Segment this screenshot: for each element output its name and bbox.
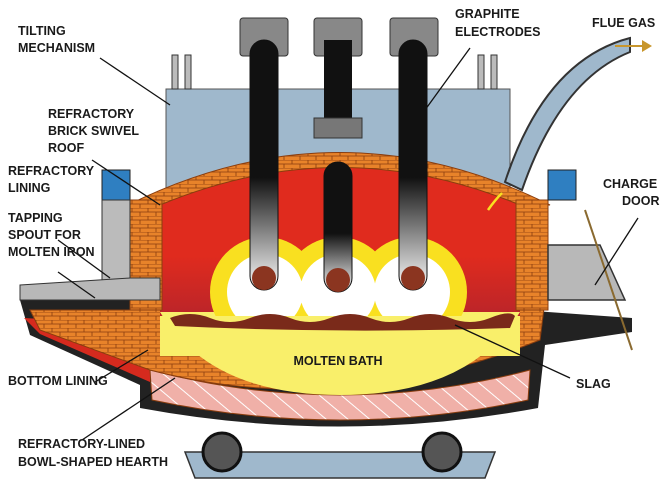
charge-door-rod (584, 209, 633, 351)
wheel-right (421, 431, 463, 473)
label-refractory-hearth: REFRACTORY-LINED BOWL-SHAPED HEARTH (18, 437, 168, 469)
label-charge-door: CHARGE DOOR (603, 177, 661, 208)
tapping-spout (19, 277, 161, 301)
label-slag: SLAG (576, 377, 611, 391)
tilting-rail (183, 451, 497, 479)
flue-gas-duct (503, 36, 631, 192)
leader-lines (57, 47, 639, 441)
label-tilting-mechanism: TILTING MECHANISM (18, 24, 95, 55)
wheel-left (201, 431, 243, 473)
slag-layer (170, 313, 515, 331)
charge-door (547, 244, 627, 301)
label-bottom-lining: BOTTOM LINING (8, 374, 108, 388)
refractory-lining-right (515, 199, 549, 311)
label-graphite-electrodes: GRAPHITE ELECTRODES (455, 7, 540, 39)
cooling-block-right (547, 169, 577, 201)
gas-flow-arrow-icon (486, 192, 503, 211)
graphite-electrodes (239, 17, 439, 293)
label-refractory-brick-swivel-roof: REFRACTORY BRICK SWIVEL ROOF (48, 107, 142, 155)
label-molten-bath: MOLTEN BATH (293, 354, 382, 368)
cooling-block-left (101, 169, 131, 201)
label-refractory-lining: REFRACTORY LINING (8, 164, 97, 195)
label-tapping-spout: TAPPING SPOUT FOR MOLTEN IRON (8, 211, 95, 259)
flue-gas-arrow-icon (615, 40, 652, 52)
label-flue-gas: FLUE GAS (592, 16, 655, 30)
